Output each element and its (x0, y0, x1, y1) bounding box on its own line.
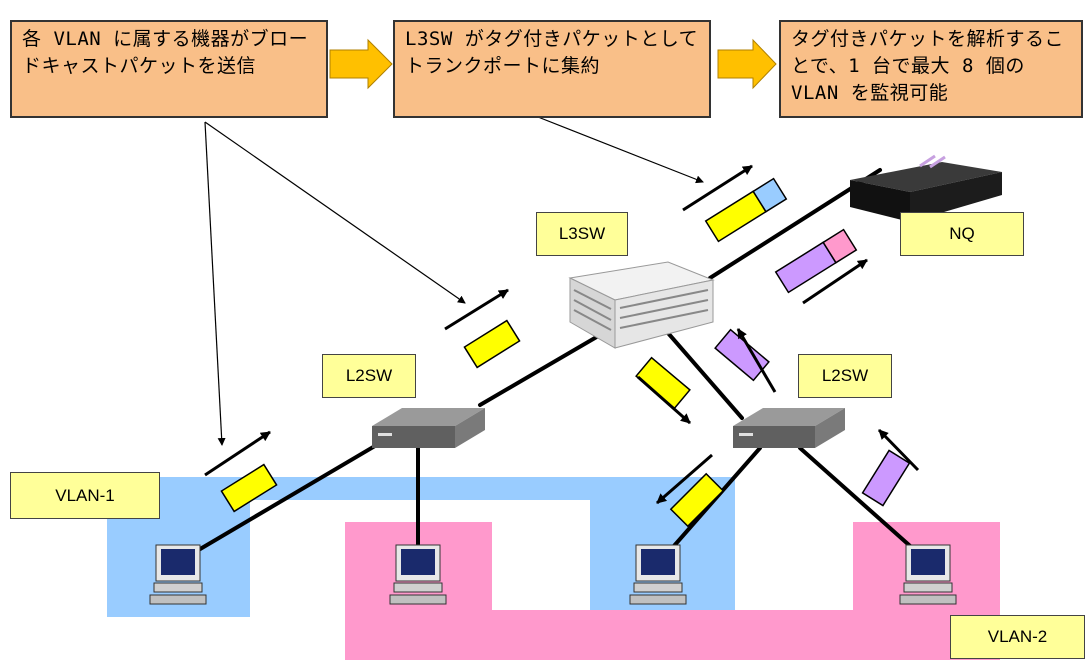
packet-tagged-vlan2 (774, 228, 858, 294)
link-l2sw-left-pc1 (188, 438, 387, 557)
label-l2sw-left: L2SW (322, 354, 416, 398)
l2sw-right-device (733, 408, 845, 448)
pc-icon (629, 544, 687, 605)
packet-vlan2 (861, 449, 911, 507)
callout-l3sw-trunk: L3SW がタグ付きパケットとしてトランクポートに集約 (393, 20, 711, 118)
pc-icon (149, 544, 207, 605)
pc-icon (899, 544, 957, 605)
direction-arrows (204, 164, 920, 505)
label-vlan2: VLAN-2 (950, 615, 1085, 659)
flow-arrows (329, 38, 777, 90)
packet-vlan1 (220, 463, 278, 513)
link-l3sw-l2sw-left (478, 326, 614, 407)
packets (220, 177, 911, 528)
packet-vlan1 (669, 472, 725, 528)
callout-nq-monitor: タグ付きパケットを解析することで、1 台で最大 8 個の VLAN を監視可能 (779, 20, 1083, 118)
packet-tagged-vlan1 (704, 177, 788, 243)
l2sw-left-device (372, 408, 485, 448)
link-l3sw-l2sw-right (666, 331, 744, 420)
label-l3sw: L3SW (536, 212, 628, 256)
nq-device (850, 154, 1002, 222)
flow-arrow (329, 38, 393, 90)
flow-arrow (717, 38, 777, 90)
callout-broadcast: 各 VLAN に属する機器がブロードキャストパケットを送信 (10, 20, 328, 118)
label-nq: NQ (900, 212, 1024, 256)
pc-icon (389, 544, 447, 605)
link-l2sw-right-pc4 (798, 446, 920, 555)
l3sw-device (568, 261, 715, 349)
label-l2sw-right: L2SW (798, 354, 892, 398)
label-vlan1: VLAN-1 (10, 472, 160, 519)
vlan2-region (345, 522, 1000, 660)
pointer-lines (204, 116, 704, 446)
packet-vlan1 (463, 319, 521, 369)
